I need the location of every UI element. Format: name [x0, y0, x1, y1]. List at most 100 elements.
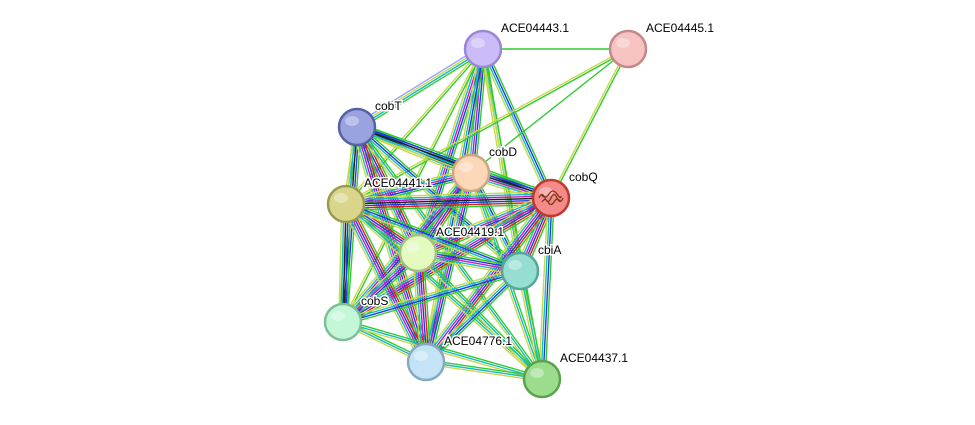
- node-circle[interactable]: [326, 184, 366, 224]
- node-cbiA[interactable]: [500, 251, 540, 291]
- node-label-cobS: cobS: [361, 294, 388, 308]
- edge-ACE04445.1-ACE04441.1: [344, 47, 630, 206]
- edge-ACE04443.1-cobQ: [479, 46, 555, 201]
- node-highlight: [406, 242, 420, 252]
- node-ACE04776.1[interactable]: [406, 342, 446, 382]
- node-label-cobD: cobD: [489, 145, 517, 159]
- edge-line-neighborhood: [345, 49, 630, 206]
- edge-line-databases: [425, 361, 543, 380]
- node-highlight: [530, 368, 544, 378]
- node-highlight: [471, 38, 485, 48]
- edge-line-neighborhood: [343, 48, 485, 324]
- edge-line-coexpression: [342, 203, 347, 323]
- edge-line-cooccurrence: [344, 203, 349, 323]
- edge-line-databases: [356, 49, 485, 129]
- edge-line-experiments: [341, 196, 552, 322]
- node-ACE04437.1[interactable]: [522, 359, 562, 399]
- edge-line-experiments: [345, 195, 552, 203]
- edge-line-textmining: [479, 49, 549, 201]
- edge-line-cooccurrence: [345, 199, 552, 207]
- edge-line-neighborhood: [346, 200, 522, 269]
- node-highlight: [508, 260, 522, 270]
- edge-line-textmining: [421, 194, 548, 360]
- edge-line-textmining: [480, 48, 519, 273]
- edge-cbiA-cobS: [341, 267, 522, 326]
- node-ACE04419.1[interactable]: [398, 233, 438, 273]
- node-circle[interactable]: [500, 251, 540, 291]
- edge-line-experiments: [355, 126, 426, 363]
- edge-line-textmining: [341, 267, 520, 320]
- edge-line-neighborhood: [357, 50, 486, 131]
- node-label-ACE04441.1: ACE04441.1: [364, 176, 432, 190]
- edge-line-databases: [424, 269, 520, 362]
- edge-line-coexpression: [345, 197, 552, 205]
- node-label-ACE04437.1: ACE04437.1: [560, 351, 628, 365]
- edge-line-neighborhood: [345, 203, 552, 212]
- node-highlight: [345, 116, 359, 126]
- edge-line-neighborhood: [418, 250, 545, 379]
- edges-layer: [338, 45, 630, 382]
- node-label-ACE04445.1: ACE04445.1: [646, 21, 714, 35]
- edge-line-cooccurrence: [483, 47, 553, 199]
- edge-line-databases: [342, 321, 543, 380]
- edge-line-cooccurrence: [542, 197, 553, 380]
- node-highlight: [616, 38, 630, 48]
- node-circle[interactable]: [406, 342, 446, 382]
- edge-line-cooccurrence: [342, 271, 521, 324]
- node-circle[interactable]: [463, 29, 503, 69]
- edge-line-neighborhood: [544, 197, 555, 380]
- edge-line-textmining: [415, 253, 542, 382]
- edge-line-neighborhood: [343, 273, 522, 326]
- edge-line-textmining: [355, 47, 484, 127]
- node-highlight: [334, 193, 348, 203]
- node-label-ACE04776.1: ACE04776.1: [444, 334, 512, 348]
- node-label-ACE04443.1: ACE04443.1: [501, 21, 569, 35]
- edge-cobQ-ACE04437.1: [538, 197, 555, 380]
- node-label-cobQ: cobQ: [569, 170, 598, 184]
- node-circle[interactable]: [522, 359, 562, 399]
- node-ACE04441.1[interactable]: [326, 184, 366, 224]
- edge-line-textmining: [345, 190, 552, 199]
- edge-line-cooccurrence: [417, 198, 553, 255]
- node-ACE04445.1[interactable]: [608, 29, 648, 69]
- edge-line-textmining: [344, 47, 629, 204]
- edge-line-textmining: [338, 203, 343, 323]
- edge-ACE04443.1-cobT: [354, 45, 486, 131]
- edge-line-textmining: [538, 197, 549, 380]
- edge-line-textmining: [344, 168, 471, 201]
- edge-ACE04445.1-cobQ: [549, 47, 630, 200]
- edge-ACE04776.1-ACE04437.1: [425, 359, 543, 382]
- edge-line-neighborhood: [429, 173, 476, 364]
- edge-line-databases: [417, 252, 543, 380]
- protein-structure-icon: [538, 190, 564, 206]
- edge-line-databases: [342, 269, 521, 322]
- node-circle[interactable]: [398, 233, 438, 273]
- edge-line-databases: [345, 193, 552, 201]
- edge-line-textmining: [343, 204, 542, 382]
- node-cobD[interactable]: [451, 153, 491, 193]
- edge-line-neighborhood: [551, 48, 630, 200]
- edge-line-databases: [481, 48, 551, 200]
- node-cobT[interactable]: [337, 107, 377, 147]
- edge-line-cooccurrence: [345, 202, 522, 271]
- edge-ACE04419.1-ACE04437.1: [415, 250, 545, 382]
- node-circle[interactable]: [608, 29, 648, 69]
- node-circle[interactable]: [451, 153, 491, 193]
- nodes-layer: [323, 29, 648, 399]
- edge-line-textmining: [351, 127, 422, 365]
- node-circle[interactable]: [337, 107, 377, 147]
- edge-line-databases: [540, 197, 551, 380]
- edge-cobQ-ACE04441.1: [345, 190, 552, 212]
- node-highlight: [331, 311, 345, 321]
- edge-line-neighborhood: [342, 319, 544, 378]
- node-highlight: [459, 162, 473, 172]
- node-cobS[interactable]: [323, 302, 363, 342]
- node-ACE04443.1[interactable]: [463, 29, 503, 69]
- edge-line-cooccurrence: [357, 125, 428, 363]
- edge-line-neighborhood: [425, 359, 543, 378]
- node-cobQ[interactable]: [531, 178, 571, 218]
- node-circle[interactable]: [323, 302, 363, 342]
- edge-line-fusion: [345, 201, 552, 209]
